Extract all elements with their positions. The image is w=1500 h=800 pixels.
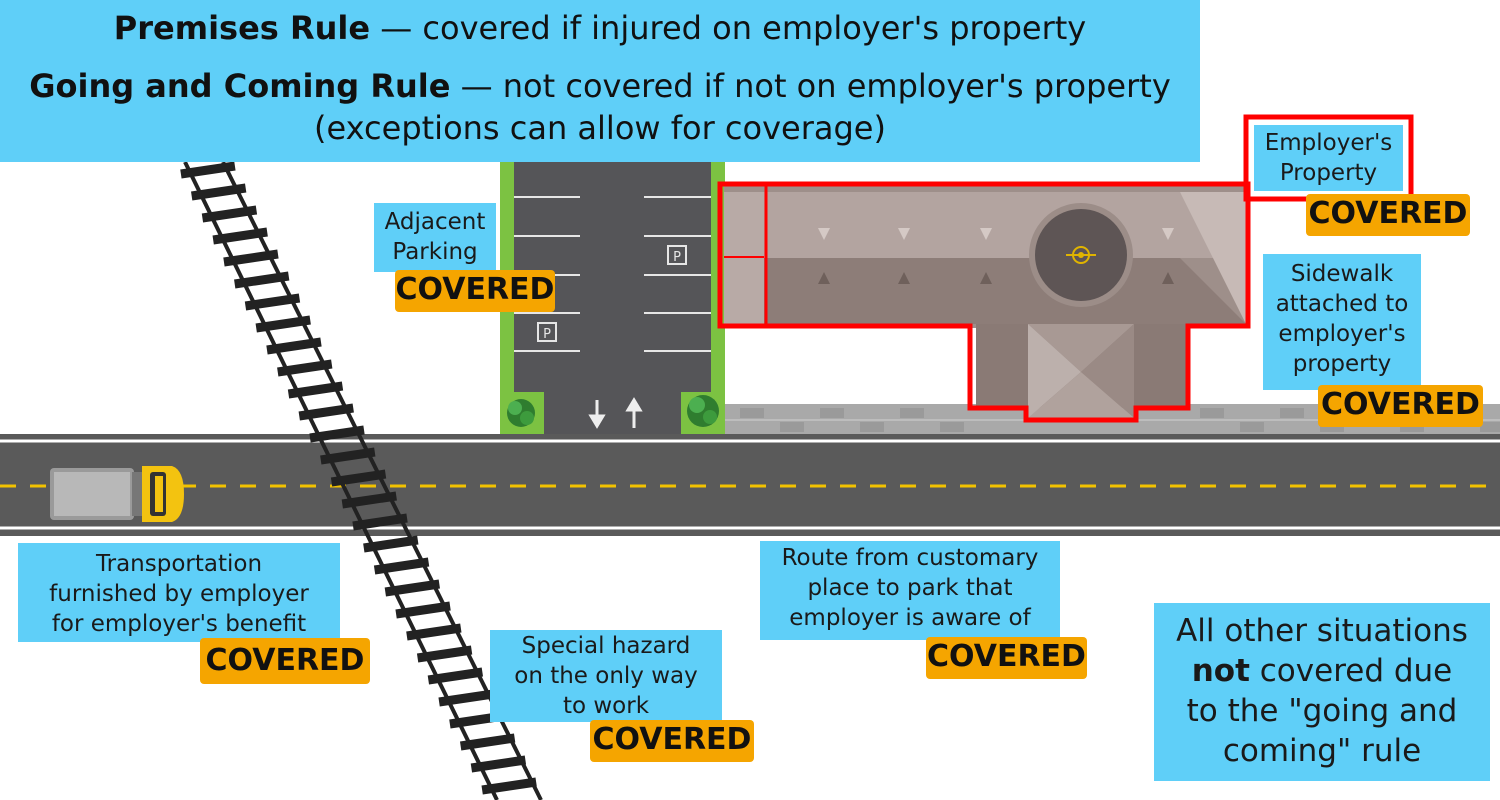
premises-rule-title: Premises Rule xyxy=(113,9,371,47)
covered-badge-sidewalk: COVERED xyxy=(1318,385,1483,427)
rail-tie xyxy=(223,249,279,267)
building xyxy=(724,186,1248,418)
rules-header: Premises Rule — covered if injured on em… xyxy=(0,0,1200,162)
covered-badge-transportation: COVERED xyxy=(200,638,370,684)
covered-badge-employer-property: COVERED xyxy=(1306,194,1470,236)
svg-text:P: P xyxy=(673,250,681,265)
rail-tie xyxy=(191,183,247,201)
rail-tie xyxy=(298,403,354,421)
rail-tie xyxy=(287,381,344,399)
transportation-label: Transportation furnished by employer for… xyxy=(18,543,340,642)
bush-icon xyxy=(507,395,719,427)
sidewalk-label: Sidewalk attached to employer's property xyxy=(1263,254,1421,390)
route-label: Route from customary place to park that … xyxy=(760,541,1060,640)
rail-tie xyxy=(395,601,451,619)
rail-tie xyxy=(341,491,397,509)
rail-tie xyxy=(212,227,268,245)
property-outline xyxy=(717,181,1251,423)
arrow-down-icon xyxy=(588,400,606,429)
rail-tie xyxy=(201,205,258,223)
rail-tie xyxy=(384,579,440,597)
rail-tie xyxy=(320,447,376,465)
rail-tie xyxy=(352,513,408,531)
going-coming-rule-title: Going and Coming Rule xyxy=(29,67,451,105)
rail-tie xyxy=(373,557,430,575)
other-situations-note: All other situations not covered due to … xyxy=(1154,603,1490,781)
rail-tie xyxy=(416,645,473,663)
rail-tie xyxy=(438,689,494,707)
exceptions-note: (exceptions can allow for coverage) xyxy=(314,109,886,147)
adjacent-parking-label: Adjacent Parking xyxy=(374,203,496,272)
rail-tie xyxy=(234,271,290,289)
rail-tie xyxy=(309,425,365,443)
rail-track xyxy=(180,161,543,800)
not-emphasis: not xyxy=(1191,653,1250,689)
premises-rule-text: — covered if injured on employer's prope… xyxy=(370,9,1087,47)
rail-tie xyxy=(470,755,527,773)
covered-badge-special-hazard: COVERED xyxy=(590,720,754,762)
rail-tie xyxy=(255,315,311,333)
rail-tie xyxy=(244,293,301,311)
employer-property-label: Employer's Property xyxy=(1254,125,1403,191)
special-hazard-label: Special hazard on the only way to work xyxy=(490,630,722,722)
covered-badge-parking: COVERED xyxy=(395,270,555,312)
rail-tie xyxy=(481,777,537,795)
rail-tie xyxy=(427,667,484,685)
rail-tie xyxy=(406,623,462,641)
rail-tie xyxy=(266,337,322,355)
going-coming-rule-text: — not covered if not on employer's prope… xyxy=(450,67,1171,105)
rail-tie xyxy=(330,469,387,487)
rail-tie xyxy=(459,733,516,751)
covered-badge-route: COVERED xyxy=(926,637,1087,679)
svg-text:P: P xyxy=(543,327,551,342)
rail-tie xyxy=(277,359,333,377)
rail-tie xyxy=(363,535,419,553)
arrow-up-icon xyxy=(625,397,643,428)
car-icon xyxy=(50,466,184,522)
rail-tie xyxy=(180,161,236,179)
parking-sign-icon xyxy=(537,245,687,342)
roof-vent-icon xyxy=(1066,246,1096,264)
